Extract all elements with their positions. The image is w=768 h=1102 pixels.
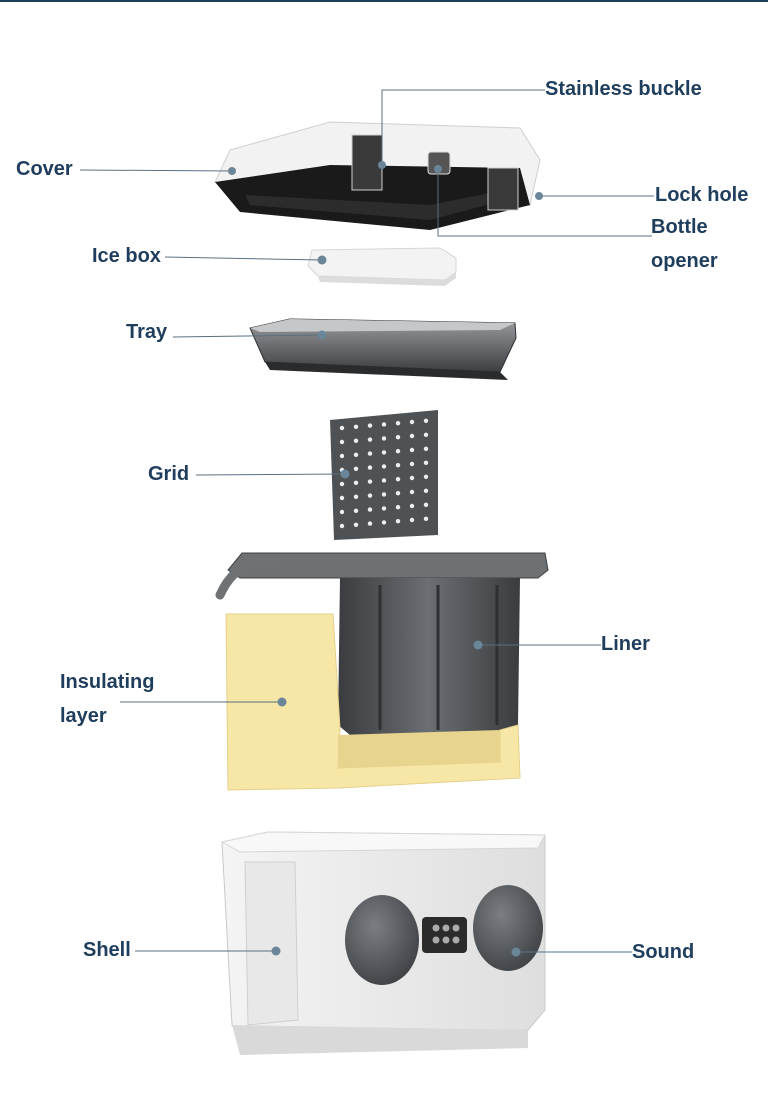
ice-box-part xyxy=(307,247,457,286)
label-insulating-layer: Insulating layer xyxy=(60,671,155,727)
buckle-right xyxy=(487,167,519,211)
speaker-right xyxy=(473,885,543,971)
grid-part xyxy=(330,410,438,540)
top-border xyxy=(0,0,768,2)
label-tray: Tray xyxy=(126,321,168,343)
cover-part xyxy=(214,121,541,230)
label-lock-hole: Lock hole xyxy=(655,184,749,206)
label-bottle-opener: Bottle opener xyxy=(651,216,718,272)
label-grid: Grid xyxy=(148,463,190,485)
liner-assembly xyxy=(215,552,549,791)
bottle-opener-part xyxy=(427,151,451,175)
label-cover: Cover xyxy=(16,158,73,180)
marker-dots xyxy=(228,161,543,957)
buckle-left xyxy=(351,134,383,191)
tray-part xyxy=(249,318,517,380)
speaker-left xyxy=(345,895,419,985)
shell-part xyxy=(220,831,546,1055)
label-liner: Liner xyxy=(601,633,650,655)
leader-lines xyxy=(79,89,654,953)
label-ice-box: Ice box xyxy=(92,245,161,267)
combination-lock xyxy=(422,917,467,953)
liner-handle xyxy=(215,556,285,600)
label-shell: Shell xyxy=(83,939,131,961)
label-sound: Sound xyxy=(632,941,695,963)
label-stainless-buckle: Stainless buckle xyxy=(545,78,702,100)
